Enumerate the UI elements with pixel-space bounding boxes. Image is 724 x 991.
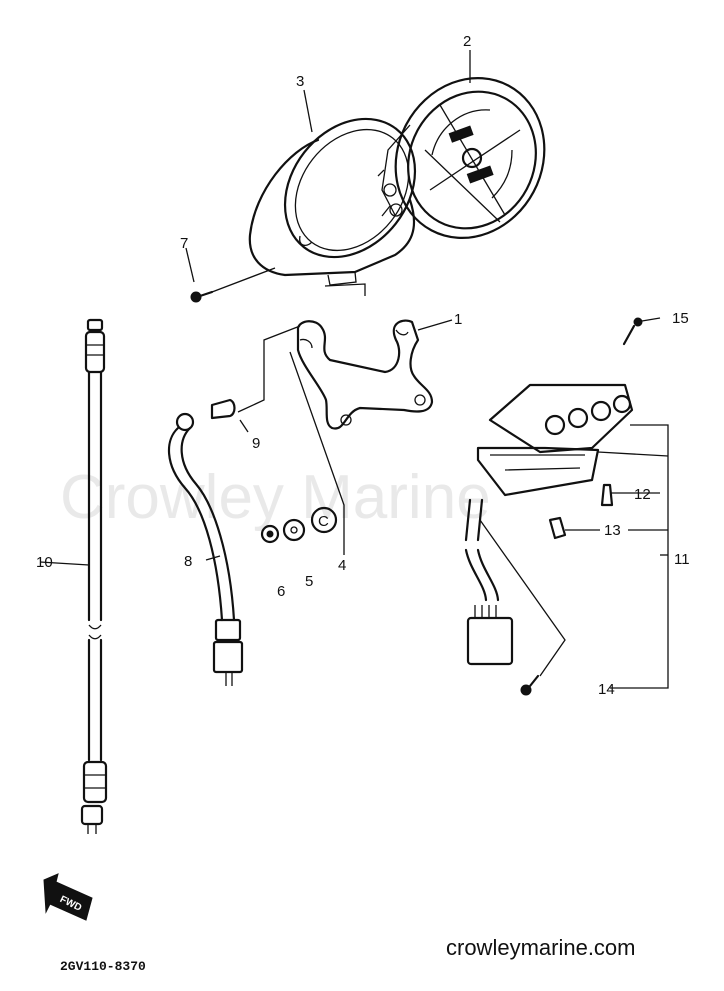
nut-part-6[interactable] [260,524,280,544]
callout-3: 3 [296,73,304,90]
speedometer[interactable] [368,52,572,264]
washer-part-5[interactable] [282,518,306,542]
indicator-light-assembly[interactable] [464,383,634,666]
callout-15: 15 [672,310,689,327]
diagram-code: 2GV110-8370 [60,959,146,974]
screw-part-7[interactable] [190,290,214,303]
fwd-arrow: FWD [43,873,93,921]
callout-7: 7 [180,235,188,252]
callout-11: 11 [674,551,690,568]
callout-10: 10 [36,554,53,571]
callout-14: 14 [598,681,615,698]
callout-4: 4 [338,557,346,574]
callout-2: 2 [463,33,471,50]
callout-8: 8 [184,553,192,570]
speedometer-cable[interactable] [80,318,108,834]
grommet-part-4[interactable]: C [310,506,338,534]
watermark-text: Crowley Marine [60,463,491,532]
grommet-mark: C [318,513,329,530]
meter-bracket[interactable] [296,319,434,430]
wire-harness[interactable] [167,412,244,686]
leader-lines [39,50,669,689]
meter-housing[interactable] [248,93,442,286]
bulb-part-13[interactable] [548,516,567,540]
callout-12: 12 [634,486,651,503]
callout-labels: 2 3 7 1 15 9 12 13 11 10 8 4 5 6 14 [36,33,690,698]
callout-9: 9 [252,435,260,452]
callout-5: 5 [305,573,313,590]
bulb-part-12[interactable] [600,483,614,507]
screw-part-14[interactable] [520,674,540,696]
website-label[interactable]: crowleymarine.com [446,935,636,960]
bulb[interactable] [210,398,236,420]
callout-6: 6 [277,583,285,600]
callout-13: 13 [604,522,621,539]
callout-1: 1 [454,311,462,328]
